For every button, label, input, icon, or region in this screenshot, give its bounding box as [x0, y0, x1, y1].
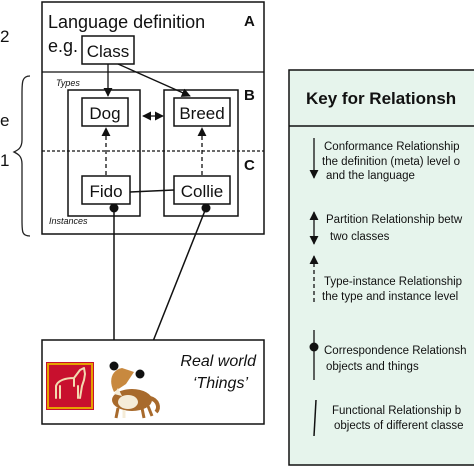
key-item-3-line-2: the type and instance level: [322, 291, 458, 303]
breed-box: [173, 97, 231, 127]
dog-box: [81, 97, 129, 127]
collie-box: [173, 175, 231, 205]
fido-label: Fido: [89, 182, 122, 201]
correspondence-dot-horse: [109, 361, 119, 371]
language-definition-title: Language definition: [48, 12, 205, 32]
collie-dog-icon: [111, 368, 160, 419]
instances-label: Instances: [49, 216, 88, 226]
key-correspondence-dot: [309, 342, 319, 352]
key-functional-symbol: [313, 399, 317, 437]
left-brace: [12, 75, 31, 237]
key-title: Key for Relationsh: [306, 89, 456, 108]
key-item-5-line-1: Functional Relationship b: [332, 405, 461, 417]
correspondence-dot-dog: [135, 369, 145, 379]
section-label-c: C: [244, 157, 255, 174]
section-label-b: B: [244, 87, 255, 104]
collie-label: Collie: [181, 182, 224, 201]
conformance-arrow-breed: [117, 63, 191, 97]
horse-icon: [46, 362, 94, 410]
key-item-5-line-2: objects of different classe: [334, 420, 464, 432]
left-label-1: 1: [0, 151, 9, 170]
fido-box: [81, 175, 131, 205]
key-item-4-line-2: objects and things: [326, 361, 419, 373]
real-world-label-1: Real world: [180, 353, 257, 370]
key-item-1-line-1: Conformance Relationship: [324, 141, 460, 153]
breed-group-frame: [163, 89, 239, 217]
section-label-a: A: [244, 13, 255, 30]
key-item-2-line-1: Partition Relationship betw: [326, 214, 463, 226]
key-item-4-line-1: Correspondence Relationsh: [324, 345, 467, 357]
functional-line: [129, 189, 175, 193]
class-box-label: Class: [87, 42, 130, 61]
class-box: [81, 35, 135, 65]
left-label-e: e: [0, 111, 9, 130]
eg-label: e.g.: [48, 36, 78, 56]
left-label-2: 2: [0, 27, 9, 46]
key-item-1-line-2: the definition (meta) level o: [322, 156, 460, 168]
key-item-3-line-1: Type-instance Relationship: [324, 276, 462, 288]
key-panel: [288, 69, 474, 466]
key-item-1-line-3: and the language: [326, 170, 415, 182]
breed-label: Breed: [179, 104, 224, 123]
key-item-2-line-2: two classes: [330, 231, 390, 243]
types-label: Types: [56, 78, 80, 88]
dog-label: Dog: [89, 104, 120, 123]
real-world-label-2: ‘Things’: [193, 375, 249, 392]
